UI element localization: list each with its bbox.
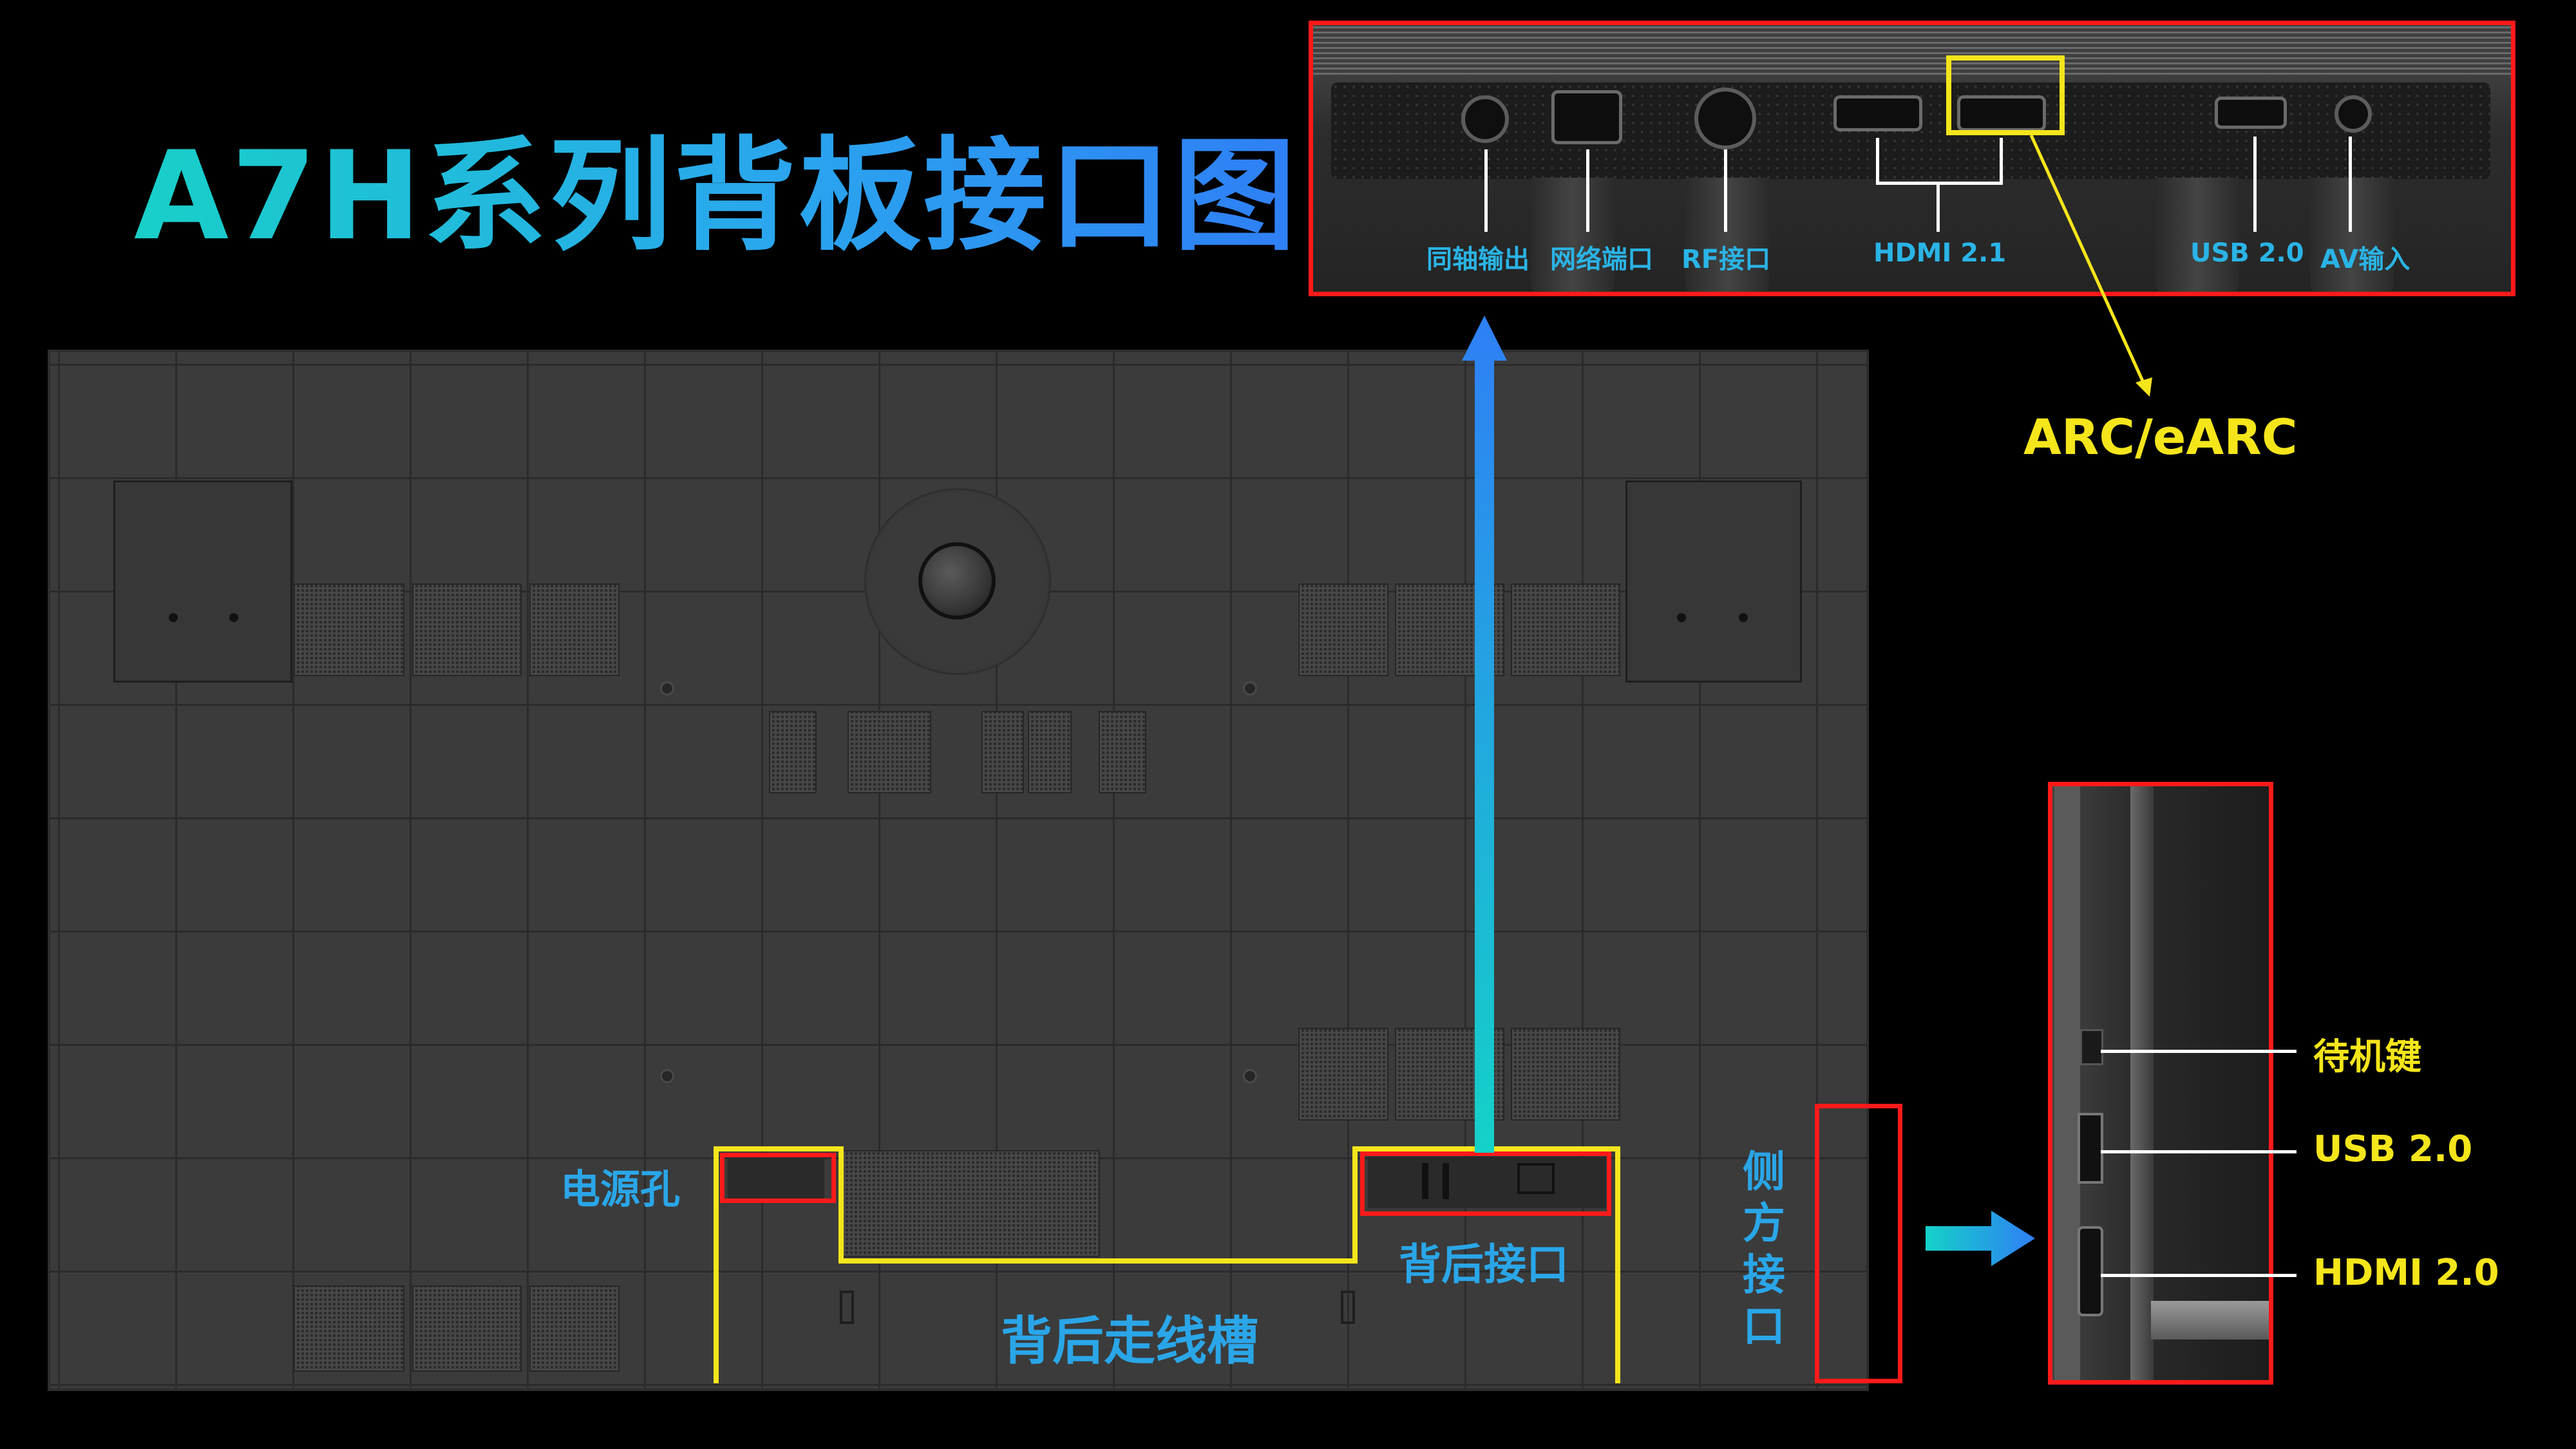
side-ports-label-1: 侧 [1743, 1147, 1785, 1197]
leader-line [2349, 137, 2352, 232]
mount-screw [1243, 1069, 1257, 1083]
vent-grille [1298, 1028, 1388, 1121]
side-port-highlight [1815, 1104, 1902, 1383]
rear-port-highlight [1360, 1151, 1611, 1216]
mount-hole [1677, 613, 1686, 622]
leader-line [2101, 1050, 2297, 1053]
port-slot [1422, 1163, 1428, 1199]
strip-leg [2155, 178, 2239, 294]
coaxial-port-icon [1461, 95, 1509, 143]
vent-grille [529, 1285, 620, 1372]
hdmi-port-2-icon [1957, 95, 2046, 131]
mount-screw [660, 681, 674, 696]
vent-grille [1298, 583, 1388, 676]
port-slot [1517, 1163, 1555, 1194]
rf-label: RF接口 [1681, 245, 1771, 274]
vent-grille [529, 583, 620, 676]
vent-grille [769, 711, 817, 793]
top-port-inset-frame [1309, 21, 2515, 296]
network-label: 网络端口 [1550, 245, 1653, 274]
mount-screw [660, 1069, 674, 1083]
page-title: A7H系列背板接口图 [134, 97, 1298, 274]
leader-line [2000, 138, 2003, 184]
vent-grille [1511, 583, 1620, 676]
arc-label: ARC/eARC [2023, 408, 2298, 466]
vesa-plate-right [1625, 480, 1802, 683]
leader-line [1876, 138, 1879, 184]
side-foot [2151, 1301, 2271, 1340]
power-socket [728, 1159, 824, 1202]
vent-grille [294, 1285, 404, 1372]
mount-hole [229, 613, 238, 622]
vent-grille [294, 583, 404, 676]
side-bezel [2130, 783, 2154, 1382]
leader-line [2101, 1274, 2297, 1277]
vent-grille [1099, 711, 1146, 793]
usb-port-icon [2215, 97, 2287, 129]
ethernet-port-icon [1551, 90, 1622, 144]
strip-vent [1312, 23, 2512, 75]
rear-port-block [1368, 1157, 1606, 1208]
side-port-inset-frame [2048, 782, 2273, 1385]
arrow-up-icon [1462, 316, 1507, 1153]
stand-knob [918, 542, 996, 620]
port-slot [1443, 1163, 1449, 1199]
hdmi-21-label: HDMI 2.1 [1873, 238, 2007, 268]
arc-port-highlight [1946, 55, 2065, 135]
mount-screw [1243, 681, 1257, 696]
mount-hole [169, 613, 178, 622]
mount-hole [1739, 613, 1748, 622]
vent-grille [842, 1150, 1100, 1257]
power-socket-label: 电源孔 [560, 1166, 681, 1213]
strip-leg [1685, 178, 1769, 294]
side-usb-label: USB 2.0 [2313, 1128, 2473, 1170]
side-edge [2054, 783, 2080, 1382]
standby-label: 待机键 [2313, 1036, 2421, 1078]
av-label: AV输入 [2320, 245, 2410, 274]
side-ports-label-2: 方 [1743, 1198, 1785, 1248]
side-port-inset [2048, 783, 2271, 1382]
strip-leg [2310, 178, 2394, 294]
rear-ports-label: 背后接口 [1399, 1240, 1569, 1289]
leader-line [1937, 182, 1940, 232]
top-port-inset: 同轴输出 网络端口 RF接口 HDMI 2.1 USB 2.0 AV输入 [1312, 23, 2512, 294]
leader-line [2101, 1150, 2297, 1153]
cable-channel-label: 背后走线槽 [1001, 1311, 1258, 1371]
leader-line [1586, 149, 1589, 232]
leader-line [1724, 149, 1727, 232]
standby-button-icon [2080, 1029, 2103, 1065]
leader-line [1484, 149, 1488, 232]
side-hdmi-label: HDMI 2.0 [2313, 1252, 2499, 1294]
leader-line [2253, 137, 2257, 232]
side-ports-label-3: 接 [1743, 1250, 1785, 1300]
cable-clip [1341, 1291, 1355, 1324]
strip-leg [1531, 178, 1615, 294]
usb-label: USB 2.0 [2190, 238, 2304, 268]
vent-grille [848, 711, 931, 793]
rf-port-icon [1694, 88, 1756, 149]
hdmi-port-1-icon [1833, 95, 1922, 131]
vent-grille [981, 711, 1024, 793]
vesa-plate-left [113, 480, 292, 683]
side-ports-label-4: 口 [1743, 1302, 1785, 1351]
vent-grille [412, 1285, 522, 1372]
coaxial-label: 同轴输出 [1426, 245, 1530, 274]
vent-grille [412, 583, 522, 676]
power-socket-highlight [720, 1153, 836, 1203]
vent-grille [1028, 711, 1072, 793]
side-usb-port-icon [2078, 1113, 2103, 1184]
vent-grille [1511, 1028, 1620, 1121]
arrow-right-icon [1926, 1211, 2035, 1266]
side-hdmi-port-icon [2078, 1226, 2103, 1316]
av-port-icon [2334, 95, 2372, 133]
cable-clip [840, 1291, 854, 1324]
